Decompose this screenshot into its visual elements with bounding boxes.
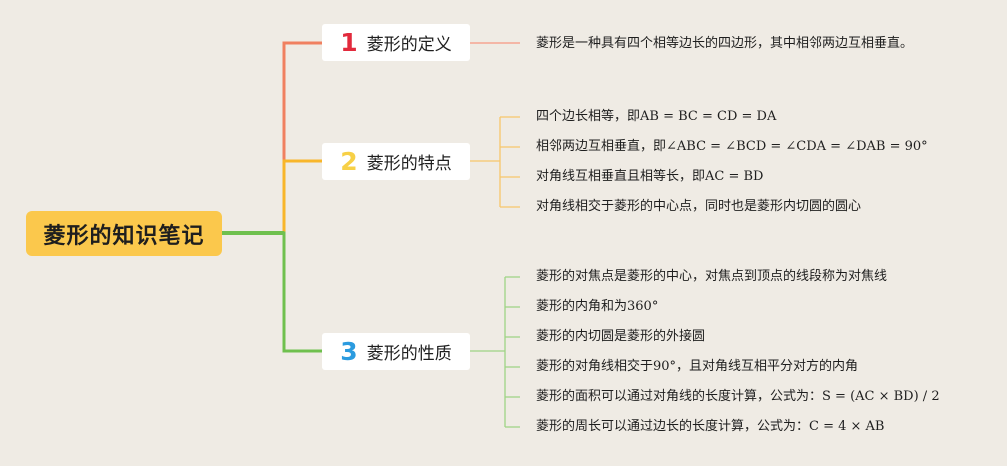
connector-branch2-leaves (470, 116, 520, 208)
leaf-property-4[interactable]: 菱形的对角线相交于90°，且对角线互相平分对方的内角 (536, 359, 859, 374)
leaf-feature-3[interactable]: 对角线互相垂直且相等长，即AC = BD (536, 169, 764, 184)
branch-number-2: 2 (340, 147, 358, 176)
branch-number-1: 1 (340, 28, 358, 57)
leaf-feature-2[interactable]: 相邻两边互相垂直，即∠ABC = ∠BCD = ∠CDA = ∠DAB = 90… (536, 139, 928, 154)
branch-properties[interactable]: 3 菱形的性质 (322, 333, 470, 370)
connector-root-branch1 (222, 41, 322, 235)
root-topic[interactable]: 菱形的知识笔记 (26, 211, 222, 256)
branch-label: 菱形的性质 (366, 344, 452, 364)
leaf-property-5[interactable]: 菱形的面积可以通过对角线的长度计算，公式为：S = (AC × BD) / 2 (536, 389, 940, 404)
branch-number-3: 3 (340, 337, 358, 366)
leaf-feature-1[interactable]: 四个边长相等，即AB = BC = CD = DA (536, 109, 777, 124)
branch-label: 菱形的定义 (366, 35, 452, 55)
branch-definition[interactable]: 1 菱形的定义 (322, 24, 470, 61)
leaf-property-3[interactable]: 菱形的内切圆是菱形的外接圆 (536, 329, 706, 344)
leaf-definition[interactable]: 菱形是一种具有四个相等边长的四边形，其中相邻两边互相垂直。 (536, 36, 914, 51)
connector-root-branch2 (222, 159, 322, 235)
leaf-property-2[interactable]: 菱形的内角和为360° (536, 299, 659, 314)
branch-features[interactable]: 2 菱形的特点 (322, 143, 470, 180)
connector-root-branch3 (222, 231, 322, 353)
leaf-feature-4[interactable]: 对角线相交于菱形的中心点，同时也是菱形内切圆的圆心 (536, 199, 862, 214)
branch-label: 菱形的特点 (366, 154, 452, 174)
leaf-property-1[interactable]: 菱形的对焦点是菱形的中心，对焦点到顶点的线段称为对焦线 (536, 269, 888, 284)
leaf-property-6[interactable]: 菱形的周长可以通过边长的长度计算，公式为：C = 4 × AB (536, 419, 885, 434)
root-label: 菱形的知识笔记 (43, 223, 205, 249)
connector-branch3-leaves (470, 276, 520, 428)
